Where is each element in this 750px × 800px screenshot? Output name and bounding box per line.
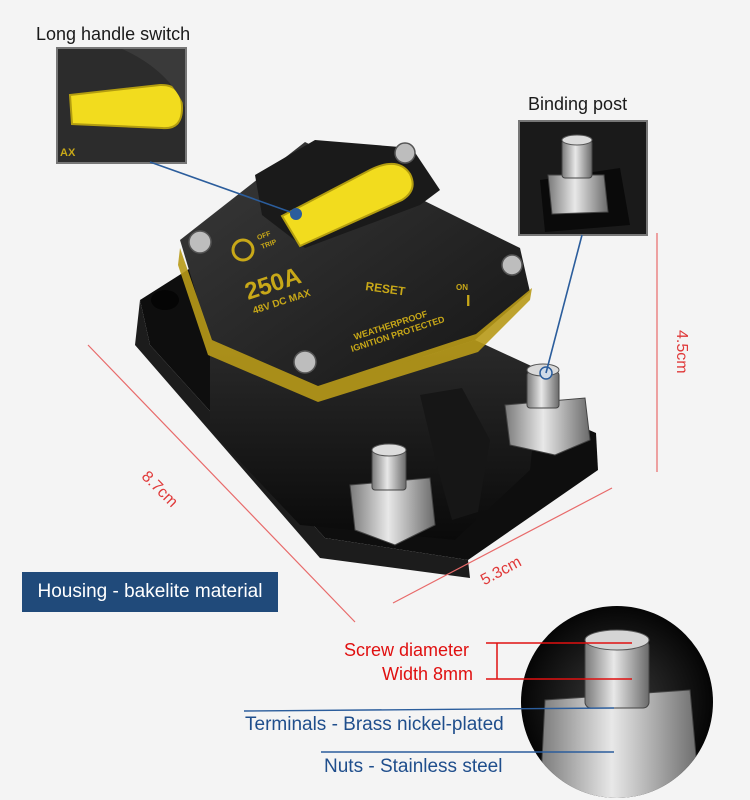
housing-material-label: Housing - bakelite material: [22, 572, 278, 612]
terminals-material-label: Terminals - Brass nickel-plated: [245, 714, 504, 735]
reset-text: RESET: [365, 279, 407, 299]
length-dimension-line: [87, 344, 356, 623]
status-ring-icon: [231, 238, 255, 262]
binding-post-label: Binding post: [528, 94, 628, 114]
screw-width-label: Width 8mm: [382, 664, 474, 684]
inset-binding-post: [518, 120, 648, 236]
terminals-callout-line: [243, 707, 615, 712]
width-dimension-line: [392, 487, 613, 604]
binding-post-right: [504, 363, 591, 456]
handle-callout-line: [149, 161, 297, 215]
terminal-zoom-view: [521, 606, 713, 798]
face-screws: [188, 142, 523, 374]
yellow-handle[interactable]: [280, 163, 414, 248]
nuts-material-label: Nuts - Stainless steel: [324, 756, 503, 777]
off-label: OFF: [256, 230, 272, 242]
on-text: ON: [456, 283, 468, 292]
screw-diameter-label: Screw diameter: [344, 640, 470, 660]
on-mark: I: [466, 293, 470, 310]
long-handle-switch-label: Long handle switch: [36, 24, 191, 44]
inset-handle-switch: AX: [56, 47, 187, 164]
terminal-left: [349, 443, 436, 546]
inset-max-text: AX: [60, 147, 76, 159]
height-dimension-label: 4.5cm: [673, 330, 690, 374]
screw-diameter-markers: [486, 642, 632, 680]
binding-post-callout-line: [545, 234, 583, 374]
